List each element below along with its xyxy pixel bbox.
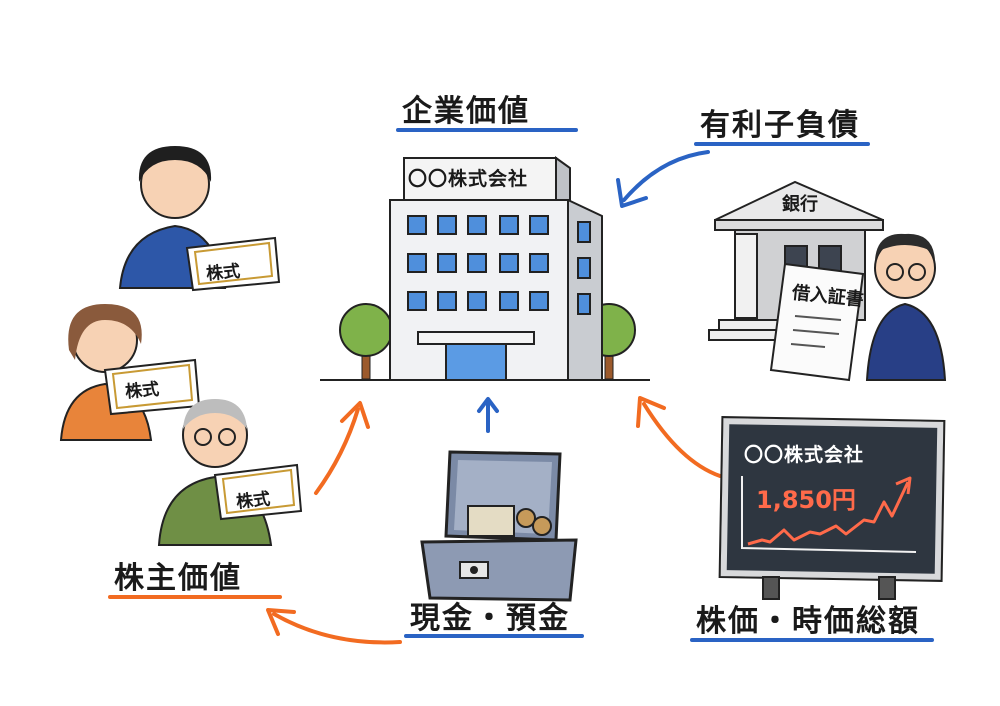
stock-price-market-cap-label: 株価・時価総額 bbox=[696, 604, 920, 639]
shareholder-1-illustration bbox=[118, 146, 281, 292]
shareholder-2-illustration bbox=[59, 304, 201, 441]
cash-deposits-underline bbox=[404, 634, 584, 638]
shareholder-to-building-arrow bbox=[314, 401, 370, 495]
shareholder-1-certificate: 株式 bbox=[205, 261, 242, 285]
board-stock-price: 1,850円 bbox=[756, 486, 856, 514]
shareholder-3-certificate: 株式 bbox=[235, 489, 272, 513]
stock-price-market-cap-underline bbox=[690, 638, 934, 642]
cash-to-building-arrow bbox=[477, 397, 499, 433]
bank-sign: 銀行 bbox=[782, 194, 818, 215]
shareholder-3-illustration bbox=[157, 399, 303, 546]
interest-bearing-debt-underline bbox=[694, 142, 870, 146]
enterprise-value-underline bbox=[396, 128, 578, 132]
cash-to-shareholder-arrow bbox=[266, 608, 402, 645]
board-leg-right bbox=[878, 576, 896, 600]
company-building-illustration bbox=[320, 156, 650, 381]
enterprise-value-label: 企業価値 bbox=[402, 94, 530, 129]
cash-deposits-label: 現金・預金 bbox=[410, 601, 570, 636]
company-sign: 〇〇株式会社 bbox=[408, 168, 529, 190]
bank-illustration bbox=[708, 180, 947, 382]
board-leg-left bbox=[762, 576, 780, 600]
stock-chart-line bbox=[741, 476, 917, 553]
cash-box-illustration bbox=[420, 450, 578, 602]
debt-arrow bbox=[616, 150, 710, 208]
shareholder-value-underline bbox=[108, 595, 282, 599]
interest-bearing-debt-label: 有利子負債 bbox=[700, 108, 860, 143]
board-company-name: 〇〇株式会社 bbox=[744, 444, 865, 466]
shareholder-value-label: 株主価値 bbox=[114, 561, 242, 596]
market-to-building-arrow bbox=[636, 396, 722, 478]
